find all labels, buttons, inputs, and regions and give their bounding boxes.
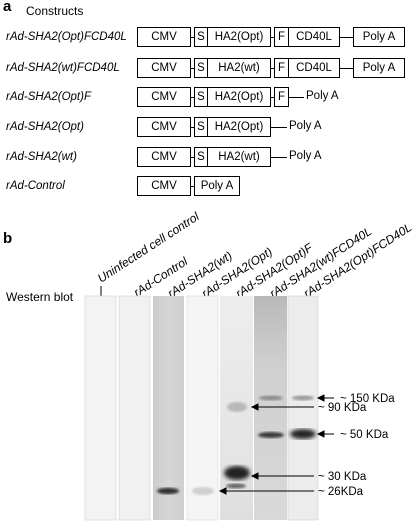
cmv-box: CMV: [137, 147, 191, 167]
ha2-box: HA2(wt): [207, 58, 271, 78]
band: [157, 487, 179, 495]
polya-label: Poly A: [306, 90, 339, 102]
band: [258, 432, 284, 438]
western-blot-label: Western blot: [6, 290, 74, 304]
marker-arrowhead: [218, 487, 227, 495]
construct-row-4: rAd-SHA2(Opt) CMV S HA2(Opt) Poly A: [0, 117, 419, 139]
band: [259, 395, 283, 401]
ha2-box: HA2(Opt): [207, 87, 271, 107]
polya-box: Poly A: [353, 58, 405, 78]
construct-name: rAd-SHA2(wt)FCD40L: [6, 62, 120, 74]
s-box: S: [194, 147, 208, 167]
f-box: F: [274, 87, 289, 107]
ha2-box: HA2(wt): [207, 147, 271, 167]
f-box: F: [274, 58, 289, 78]
marker-arrowhead: [250, 403, 259, 411]
marker-label-26: ~ 26KDa: [318, 486, 364, 498]
lane-strip-1: [84, 295, 117, 521]
lane-strip-6: [254, 296, 287, 520]
construct-row-5: rAd-SHA2(wt) CMV S HA2(wt) Poly A: [0, 147, 419, 169]
f-box: F: [274, 27, 289, 47]
cd40l-box: CD40L: [288, 27, 340, 47]
marker-label-150: ~ 150 KDa: [340, 393, 395, 405]
marker-arrowhead: [250, 472, 259, 480]
band: [224, 466, 250, 480]
cmv-box: CMV: [137, 27, 191, 47]
polya-label: Poly A: [289, 120, 322, 132]
marker-arrowhead: [316, 394, 325, 402]
cmv-box: CMV: [137, 176, 191, 196]
construct-name: rAd-SHA2(Opt)F: [6, 91, 91, 103]
construct-row-6: rAd-Control CMV Poly A: [0, 176, 419, 198]
lane-strip-2: [118, 295, 151, 521]
lane-strip-4: [186, 295, 219, 521]
marker-label-30: ~ 30 KDa: [318, 471, 367, 483]
band: [192, 487, 214, 495]
construct-row-3: rAd-SHA2(Opt)F CMV S HA2(Opt) F Poly A: [0, 87, 419, 109]
construct-row-1: rAd-SHA2(Opt)FCD40L CMV S HA2(Opt) F CD4…: [0, 27, 419, 49]
marker-label-50: ~ 50 KDa: [340, 429, 389, 441]
band: [226, 483, 246, 489]
cd40l-box: CD40L: [288, 58, 340, 78]
ha2-box: HA2(Opt): [207, 27, 271, 47]
cmv-box: CMV: [137, 87, 191, 107]
panel-b-label: b: [3, 230, 13, 247]
band: [227, 402, 247, 412]
panel-a-label: a: [3, 0, 12, 15]
polya-box: Poly A: [353, 27, 405, 47]
constructs-heading: Constructs: [26, 4, 84, 18]
construct-name: rAd-Control: [6, 180, 65, 192]
construct-name: rAd-SHA2(Opt): [6, 121, 84, 133]
polya-label: Poly A: [289, 150, 322, 162]
band: [290, 429, 316, 439]
construct-row-2: rAd-SHA2(wt)FCD40L CMV S HA2(wt) F CD40L…: [0, 58, 419, 80]
construct-name: rAd-SHA2(Opt)FCD40L: [6, 31, 127, 43]
ha2-box: HA2(Opt): [207, 117, 271, 137]
polya-box: Poly A: [194, 176, 240, 196]
marker-label-90: ~ 90 KDa: [318, 402, 367, 414]
cmv-box: CMV: [137, 117, 191, 137]
marker-arrowhead: [316, 430, 325, 438]
lane-strip-3: [153, 296, 184, 520]
cmv-box: CMV: [137, 58, 191, 78]
lane-strip-7: [287, 295, 319, 521]
band: [292, 395, 314, 401]
construct-name: rAd-SHA2(wt): [6, 151, 77, 163]
